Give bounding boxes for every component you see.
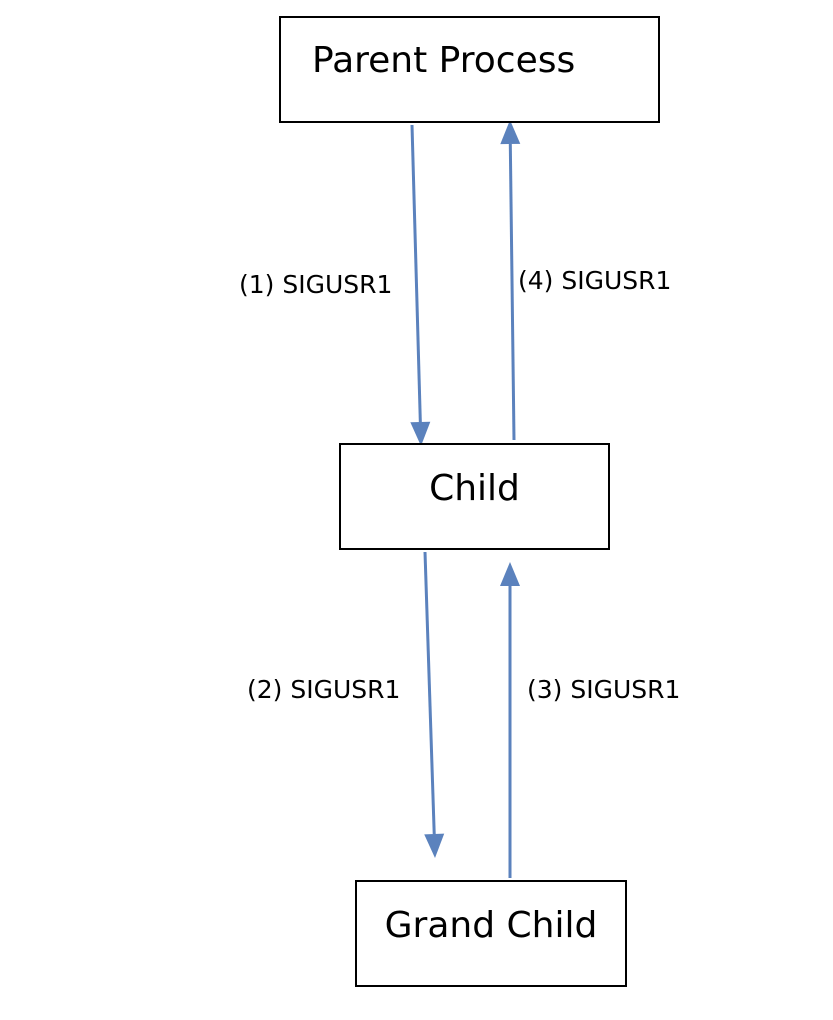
parent-process-label: Parent Process	[312, 39, 576, 81]
arrow-4-shaft	[508, 143, 516, 441]
arrow-3-head	[500, 562, 520, 586]
arrow-grandchild-to-child	[500, 562, 520, 878]
arrow-1-head	[410, 421, 431, 446]
arrow-1-shaft	[410, 124, 422, 423]
edge-label-4: (4) SIGUSR1	[518, 266, 672, 295]
arrow-2-head	[424, 833, 445, 858]
arrow-4-head	[500, 120, 521, 145]
child-box: Child	[339, 443, 610, 550]
edge-label-1: (1) SIGUSR1	[239, 270, 393, 299]
arrow-child-to-grandchild	[423, 551, 445, 858]
arrow-parent-to-child	[410, 124, 431, 446]
edge-label-2: (2) SIGUSR1	[247, 675, 401, 704]
arrow-2-shaft	[423, 551, 436, 835]
arrow-child-to-parent	[500, 120, 521, 441]
grand-child-label: Grand Child	[384, 904, 598, 946]
grand-child-box: Grand Child	[355, 880, 627, 987]
parent-process-box: Parent Process	[279, 16, 660, 123]
edge-label-3: (3) SIGUSR1	[527, 675, 681, 704]
child-label: Child	[429, 467, 520, 509]
